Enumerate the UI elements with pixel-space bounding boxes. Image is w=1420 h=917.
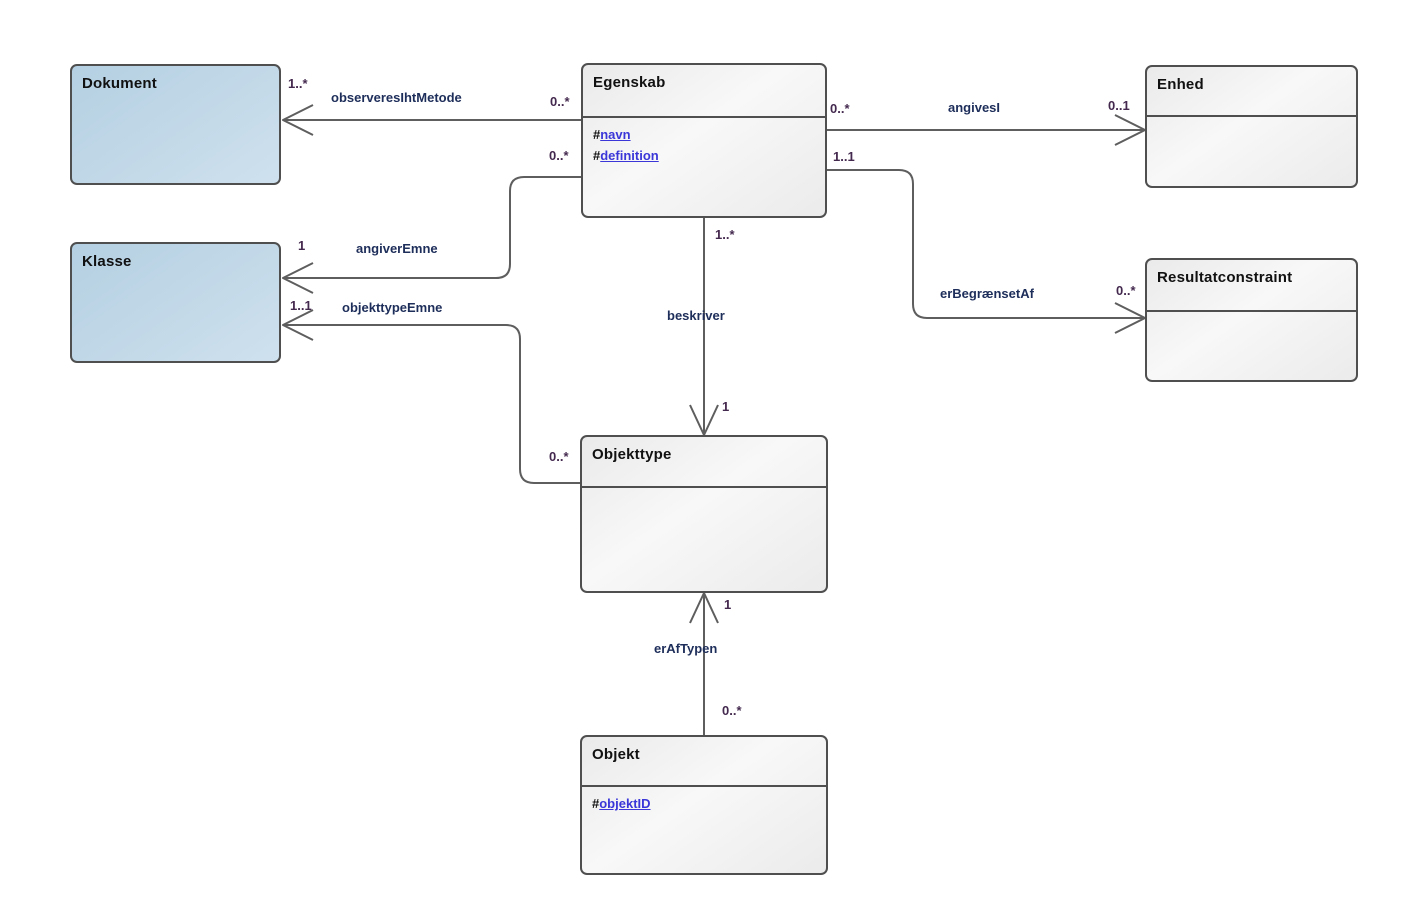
- class-objekttype[interactable]: Objekttype: [580, 435, 828, 593]
- class-egenskab-title: Egenskab: [593, 74, 666, 91]
- attribute-row: #definition: [593, 146, 815, 167]
- class-resultatconstraint-header: Resultatconstraint: [1147, 260, 1356, 312]
- assoc-label-objekttypeemne: objekttypeEmne: [342, 300, 443, 315]
- class-enhed[interactable]: Enhed: [1145, 65, 1358, 188]
- class-resultatconstraint-attributes: [1147, 312, 1356, 326]
- mult-beskriver-objekttype: 1: [722, 399, 730, 414]
- attribute-link-definition[interactable]: definition: [600, 147, 659, 163]
- assoc-angiveremne-arrowhead-icon: [282, 262, 314, 294]
- assoc-label-angiveremne: angiverEmne: [356, 241, 438, 256]
- assoc-label-beskriver: beskriver: [667, 308, 725, 323]
- mult-erbegraensetaf-egenskab: 1..1: [833, 149, 855, 164]
- assoc-angiveremne-line[interactable]: [283, 176, 583, 279]
- class-klasse-header: Klasse: [72, 244, 279, 270]
- attribute-row: #navn: [593, 125, 815, 146]
- mult-objekttypeemne-objekttype: 0..*: [549, 449, 569, 464]
- mult-angiveremne-klasse: 1: [298, 238, 306, 253]
- attribute-prefix: #: [593, 147, 601, 163]
- attribute-prefix: #: [592, 796, 600, 811]
- class-objekt-title: Objekt: [592, 746, 640, 763]
- mult-angiveremne-egenskab: 0..*: [549, 148, 569, 163]
- class-dokument-header: Dokument: [72, 66, 279, 92]
- assoc-eraftypen-arrowhead-icon: [689, 592, 719, 624]
- class-enhed-title: Enhed: [1157, 76, 1204, 93]
- assoc-label-eraftypen: erAfTypen: [654, 641, 718, 656]
- assoc-observeresihtmetode-arrowhead-icon: [282, 104, 314, 136]
- class-objekttype-title: Objekttype: [592, 446, 672, 463]
- class-resultatconstraint[interactable]: Resultatconstraint: [1145, 258, 1358, 382]
- attribute-prefix: #: [593, 127, 601, 142]
- mult-objekttypeemne-klasse: 1..1: [290, 298, 312, 313]
- assoc-label-angivesi: angivesI: [948, 100, 1001, 115]
- mult-eraftypen-objekttype: 1: [724, 597, 732, 612]
- attribute-link-navn[interactable]: navn: [600, 127, 631, 142]
- assoc-label-erbegraensetaf: erBegrænsetAf: [940, 286, 1034, 301]
- mult-beskriver-egenskab: 1..*: [715, 227, 735, 242]
- class-egenskab-header: Egenskab: [583, 65, 825, 118]
- mult-angivesi-enhed: 0..1: [1108, 98, 1130, 113]
- mult-erbegraensetaf-resultatconstraint: 0..*: [1116, 283, 1136, 298]
- class-objekttype-attributes: [582, 488, 826, 502]
- class-egenskab-attributes: #navn #definition: [583, 118, 825, 174]
- mult-observeresihtmetode-egenskab: 0..*: [550, 94, 570, 109]
- class-objekt-attributes: #objektID: [582, 787, 826, 822]
- class-objekt[interactable]: Objekt #objektID: [580, 735, 828, 875]
- attribute-row: #objektID: [592, 794, 816, 815]
- attribute-link-objektid[interactable]: objektID: [599, 796, 651, 811]
- class-klasse-title: Klasse: [82, 253, 132, 270]
- class-egenskab[interactable]: Egenskab #navn #definition: [581, 63, 827, 218]
- class-dokument-title: Dokument: [82, 75, 157, 92]
- class-objekttype-header: Objekttype: [582, 437, 826, 488]
- class-klasse[interactable]: Klasse: [70, 242, 281, 363]
- assoc-objekttypeemne-arrowhead-icon: [282, 309, 314, 341]
- class-resultatconstraint-title: Resultatconstraint: [1157, 269, 1293, 286]
- assoc-label-observeresihtmetode: observeresIhtMetode: [331, 90, 462, 105]
- class-enhed-attributes: [1147, 117, 1356, 131]
- assoc-objekttypeemne-line[interactable]: [283, 324, 582, 484]
- mult-angivesi-egenskab: 0..*: [830, 101, 850, 116]
- class-dokument[interactable]: Dokument: [70, 64, 281, 185]
- class-enhed-header: Enhed: [1147, 67, 1356, 117]
- class-objekt-header: Objekt: [582, 737, 826, 787]
- assoc-erbegraensetaf-line[interactable]: [825, 169, 1145, 319]
- mult-eraftypen-objekt: 0..*: [722, 703, 742, 718]
- mult-observeresihtmetode-dokument: 1..*: [288, 76, 308, 91]
